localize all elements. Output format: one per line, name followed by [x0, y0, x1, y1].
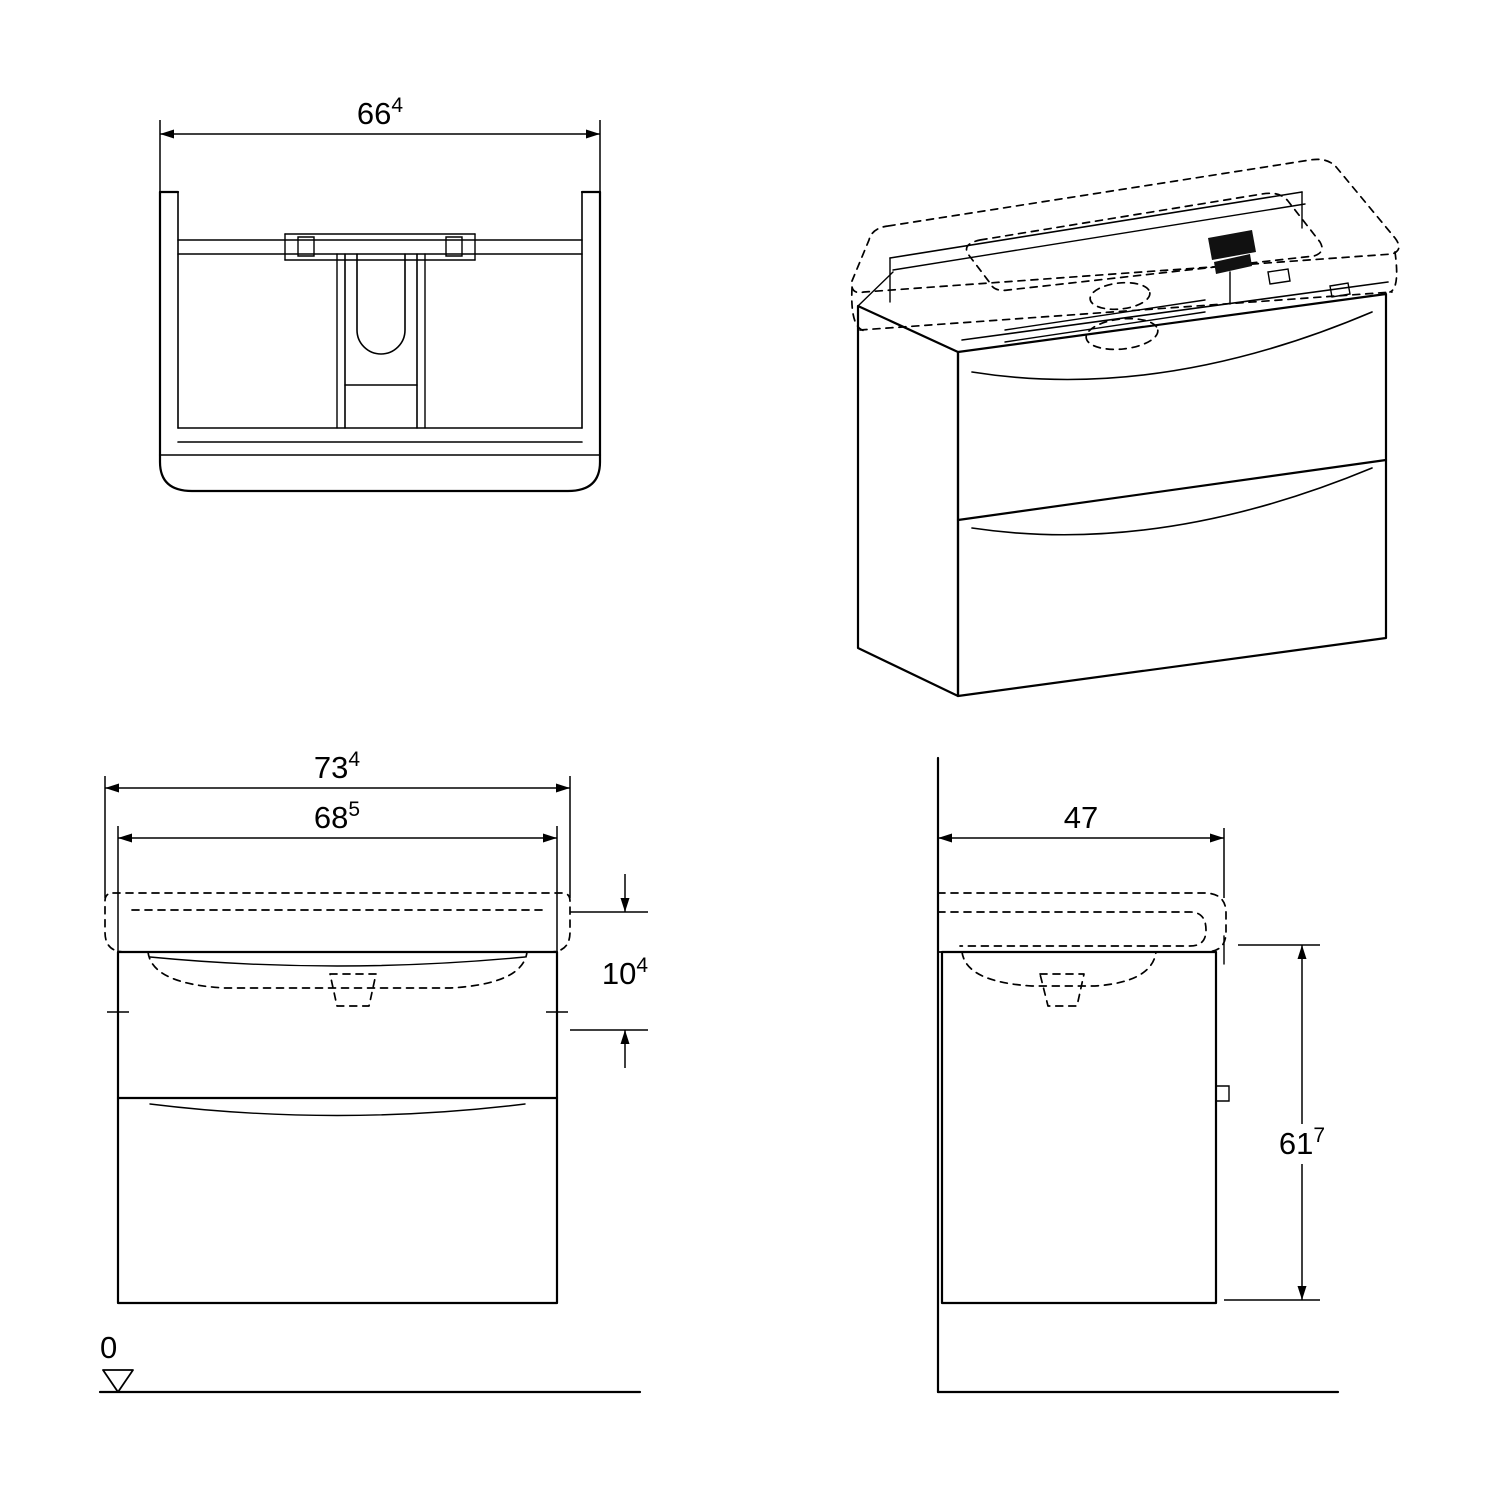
side-washbasin-dashed: [937, 892, 1227, 1007]
rear-rail-top: [889, 191, 1303, 259]
ground-level: 0: [98, 1330, 642, 1394]
basin-bowl: [147, 951, 528, 989]
cabinet-outline: [116, 950, 559, 1305]
drawer-divider: [956, 458, 1388, 522]
basin-outline: [104, 892, 571, 953]
ground-level-label: 0: [100, 1330, 117, 1365]
top-drawer-handle-groove: [971, 311, 1373, 381]
plan-width-dimension: 664: [159, 94, 601, 196]
basin-overflow: [1089, 281, 1151, 311]
basin-left-edge: [850, 287, 867, 332]
basin-outline: [937, 892, 1227, 953]
side-view: 47 617: [936, 756, 1340, 1394]
basin-rim-outline: [850, 158, 1400, 294]
cabinet-front-face: [956, 292, 1388, 698]
siphon-cutout: [356, 253, 406, 355]
basin-drain: [329, 973, 377, 1007]
drawer-front-profile: [1215, 1085, 1230, 1102]
front-washbasin-dashed: [104, 892, 571, 1007]
cabinet-body: [856, 292, 1388, 698]
basin-front-lower-edge: [859, 291, 1393, 331]
basin-right-edge: [1389, 251, 1398, 293]
basin-inner-rim: [937, 911, 1207, 947]
front-view: 734 685 1: [98, 748, 648, 1394]
basin-drain: [1039, 973, 1085, 1007]
front-overall-width-label: 734: [314, 748, 360, 785]
mounting-bracket: [1208, 230, 1256, 260]
label-background: [1268, 1124, 1336, 1164]
basin-bowl: [961, 951, 1157, 987]
basin-height-dimension: 104: [570, 874, 648, 1068]
plan-cabinet-outline: [158, 190, 602, 493]
cabinet-outline: [940, 950, 1218, 1305]
fixing-clip: [1267, 268, 1291, 285]
bottom-drawer-handle-groove: [149, 1103, 526, 1117]
ground-level-symbol: [102, 1369, 134, 1393]
cabinet-left-side: [856, 304, 960, 698]
axonometric-view: [850, 158, 1400, 698]
bottom-drawer-handle-groove: [971, 467, 1373, 536]
top-frame: [857, 191, 1389, 343]
height-label: 617: [1279, 1124, 1325, 1161]
rear-left-corner: [857, 271, 894, 307]
depth-label: 47: [1064, 800, 1098, 835]
mounting-bracket-lower: [1214, 254, 1252, 274]
basin-height-label: 104: [602, 954, 648, 991]
front-rail: [961, 281, 1389, 341]
front-edge-rounded: [158, 453, 602, 493]
plan-view: 664: [158, 94, 602, 493]
frame-slat: [1004, 299, 1206, 331]
rear-rail-bottom: [892, 203, 1306, 271]
height-dimension: 617: [1224, 944, 1336, 1301]
frame-slat: [1004, 311, 1206, 343]
fixing-clip: [1329, 282, 1351, 298]
front-cabinet: [116, 950, 559, 1305]
front-cabinet-width-label: 685: [314, 798, 360, 835]
top-drawer-handle-groove: [149, 956, 526, 967]
fixing-clip: [297, 236, 315, 257]
fixing-clip: [445, 236, 463, 257]
depth-dimension: 47: [938, 800, 1225, 898]
front-cabinet-width-dimension: 685: [107, 798, 568, 1014]
plan-width-dimension-label: 664: [357, 94, 403, 131]
siphon-dashed: [1085, 317, 1159, 351]
side-cabinet: [940, 935, 1230, 1305]
front-overall-width-dimension: 734: [104, 748, 571, 898]
